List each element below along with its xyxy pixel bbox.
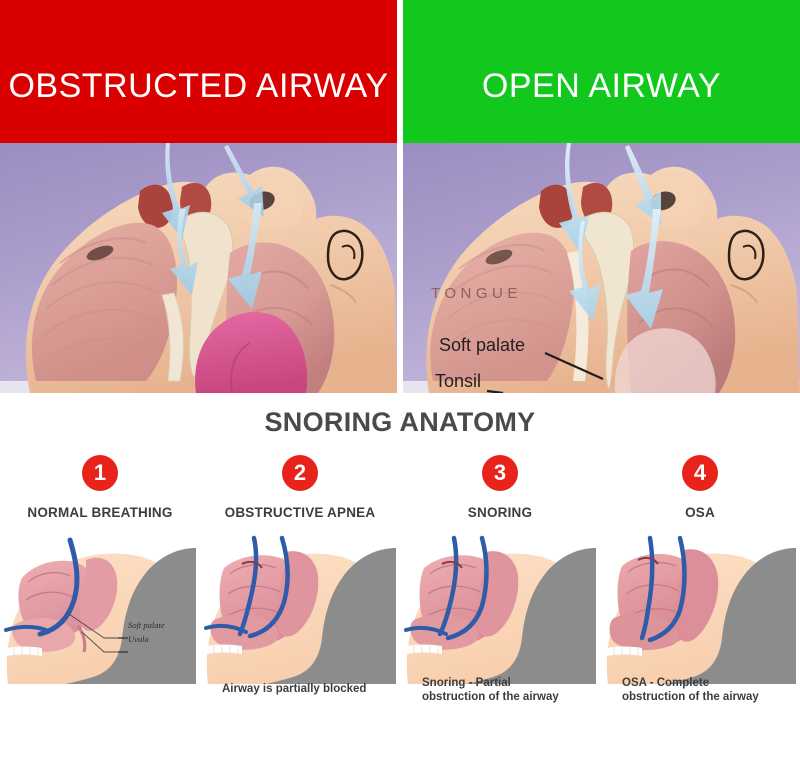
anatomy-thumbnail-3 bbox=[400, 534, 600, 684]
osa-diagram bbox=[600, 534, 800, 684]
thumb-uvula-label: Uvula bbox=[128, 634, 149, 644]
illustration-divider bbox=[397, 143, 403, 393]
anatomy-panel-osa: 4 OSA bbox=[600, 455, 800, 684]
annotation-leader-lines bbox=[486, 351, 604, 393]
banner-divider bbox=[397, 0, 403, 143]
airflow-path bbox=[237, 535, 259, 637]
obstructive-apnea-diagram bbox=[200, 534, 400, 684]
section-title: SNORING ANATOMY bbox=[264, 407, 536, 437]
panel-caption-3-line2: obstruction of the airway bbox=[422, 690, 559, 703]
obstructed-airway-illustration bbox=[0, 143, 397, 393]
panel-caption-4: OSA - Complete obstruction of the airway bbox=[622, 677, 759, 704]
panel-caption-3: Snoring - Partial obstruction of the air… bbox=[422, 677, 559, 704]
anatomy-panel-row: 1 NORMAL BREATHING bbox=[0, 455, 800, 684]
panel-label-3: SNORING bbox=[467, 505, 533, 520]
open-airway-banner-title: OPEN AIRWAY bbox=[481, 66, 722, 105]
anatomy-panel-snoring: 3 SNORING bbox=[400, 455, 600, 684]
head-silhouette bbox=[466, 548, 596, 684]
anatomy-thumbnail-4 bbox=[600, 534, 800, 684]
airflow-path bbox=[437, 535, 459, 637]
airflow-path bbox=[37, 537, 80, 637]
step-badge-4: 4 bbox=[682, 455, 718, 491]
tongue-mass bbox=[31, 222, 177, 381]
head-silhouette bbox=[66, 548, 196, 684]
panel-caption-2: Airway is partially blocked bbox=[222, 683, 367, 695]
step-badge-1: 1 bbox=[82, 455, 118, 491]
step-badge-2: 2 bbox=[282, 455, 318, 491]
open-airway-diagram bbox=[403, 143, 800, 393]
tongue-mass bbox=[430, 232, 574, 381]
soft-palate-open bbox=[578, 211, 635, 391]
comparison-banner-row: OBSTRUCTED AIRWAY OPEN AIRWAY bbox=[0, 0, 800, 143]
soft-palate-label: Soft palate bbox=[439, 335, 526, 355]
thumb-soft-palate-label: Soft palate bbox=[128, 620, 165, 630]
snoring-diagram bbox=[400, 534, 600, 684]
panel-label-1: NORMAL BREATHING bbox=[27, 505, 173, 520]
airflow-arrows bbox=[162, 143, 264, 309]
open-airway-banner: OPEN AIRWAY bbox=[403, 0, 800, 143]
soft-palate-collapsed bbox=[161, 292, 184, 382]
panel-caption-3-line1: Snoring - Partial bbox=[422, 677, 511, 689]
head-silhouette bbox=[266, 548, 396, 684]
anatomy-panel-normal-breathing: 1 NORMAL BREATHING bbox=[0, 455, 200, 684]
obstructed-airway-diagram bbox=[0, 143, 397, 393]
airflow-arrows bbox=[559, 143, 663, 329]
anatomy-thumbnail-2 bbox=[200, 534, 400, 684]
head-silhouette bbox=[666, 548, 796, 684]
illustration-row: TONGUE Soft palate Tonsil bbox=[0, 143, 800, 393]
obstructed-airway-banner-title: OBSTRUCTED AIRWAY bbox=[8, 66, 389, 105]
panel-caption-4-line2: obstruction of the airway bbox=[622, 690, 759, 703]
panel-caption-4-line1: OSA - Complete bbox=[622, 677, 710, 689]
obstructed-airway-banner: OBSTRUCTED AIRWAY bbox=[0, 0, 397, 143]
tonsil-label: Tonsil bbox=[435, 371, 482, 391]
snoring-anatomy-section: SNORING ANATOMY 1 NORMAL BREATHING bbox=[0, 393, 800, 758]
step-badge-3: 3 bbox=[482, 455, 518, 491]
anatomy-panel-obstructive-apnea: 2 OBSTRUCTIVE APNEA bbox=[200, 455, 400, 684]
obstructed-tissue-region bbox=[195, 311, 308, 393]
panel-label-2: OBSTRUCTIVE APNEA bbox=[224, 505, 376, 520]
panel-label-4: OSA bbox=[685, 505, 715, 520]
anatomy-thumbnail-1: Soft palate Uvula bbox=[0, 534, 200, 684]
open-airway-illustration: TONGUE Soft palate Tonsil bbox=[403, 143, 800, 393]
normal-breathing-diagram bbox=[0, 534, 200, 684]
tongue-label: TONGUE bbox=[431, 285, 522, 302]
